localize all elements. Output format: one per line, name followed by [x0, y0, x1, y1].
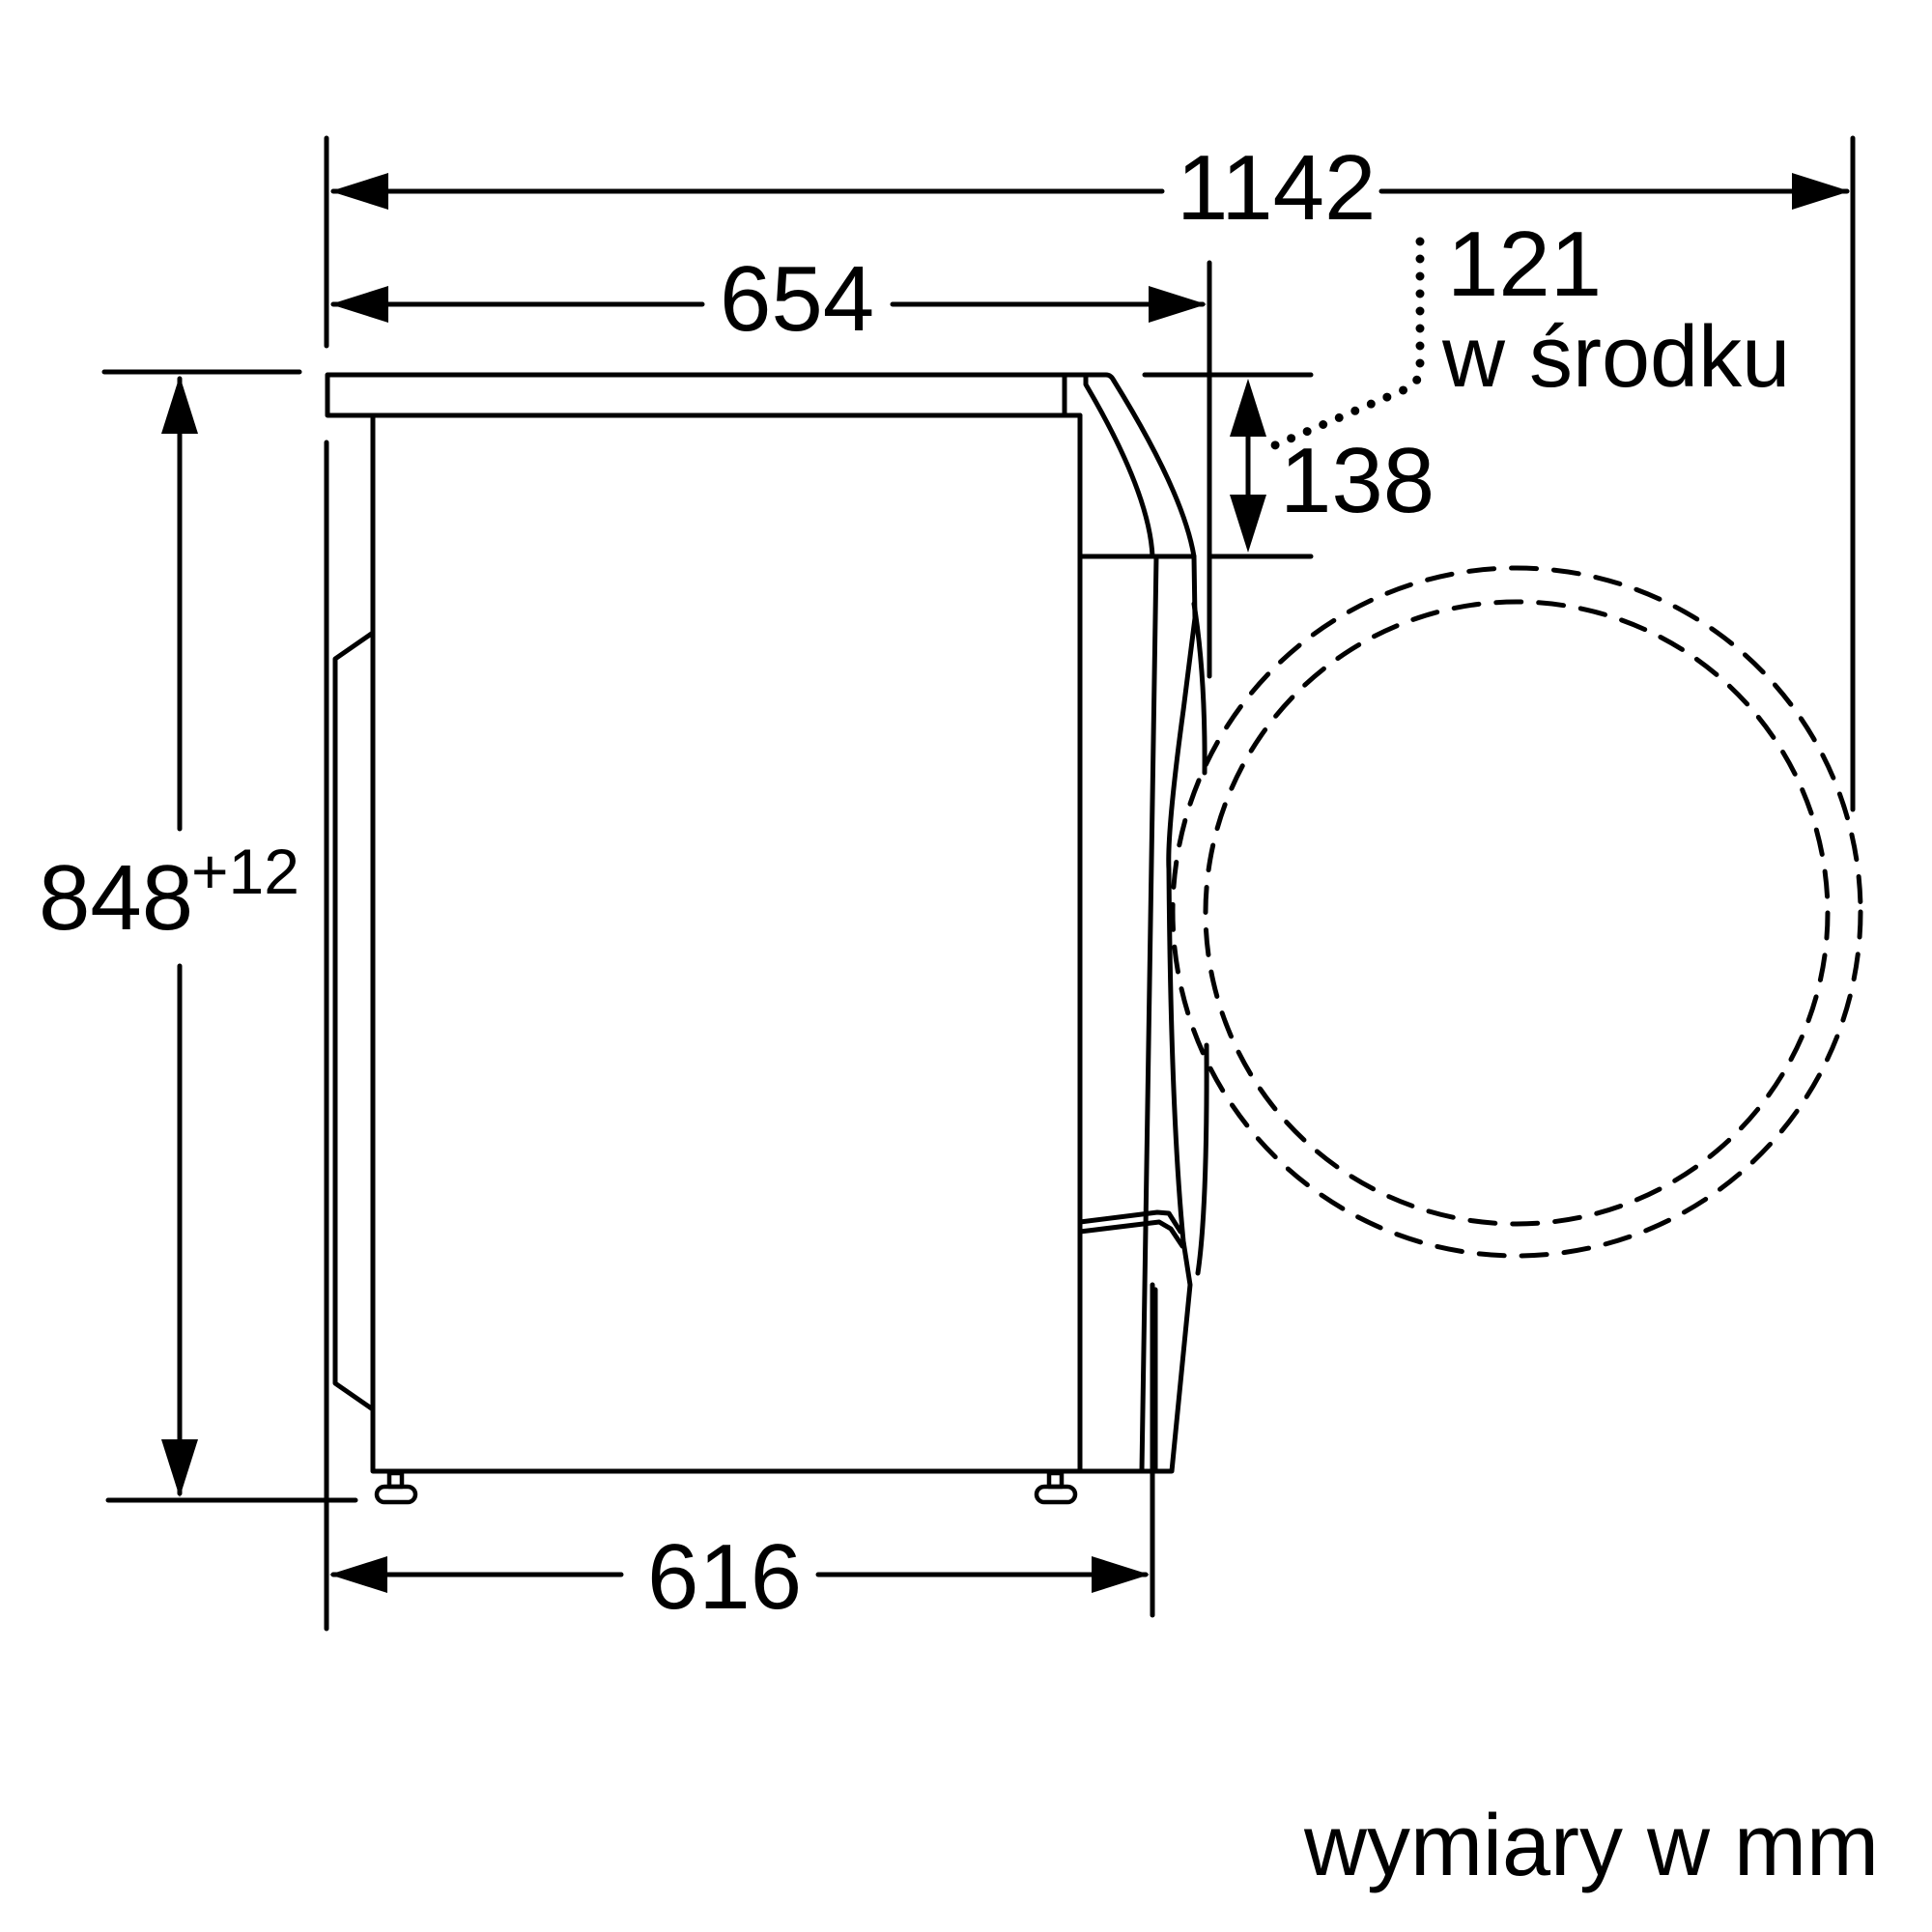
- lower-trim: [1077, 1209, 1183, 1235]
- dimension-654: 654: [330, 247, 1207, 351]
- cabinet: [370, 412, 1174, 1474]
- door-window-lower: [1195, 1042, 1209, 1276]
- units-note: wymiary w mm: [1303, 1798, 1879, 1894]
- washer-body: [325, 372, 1209, 1474]
- dimension-138: 138: [1230, 379, 1435, 553]
- dimension-label-138: 138: [1280, 429, 1435, 532]
- foot-front: [1034, 1470, 1078, 1505]
- door-inner-line: [1139, 554, 1159, 1474]
- arrow-down-icon: [161, 1439, 198, 1497]
- arrow-left-icon: [330, 286, 388, 323]
- arrow-left-icon: [329, 1556, 387, 1593]
- arrow-right-icon: [1149, 286, 1207, 323]
- dimension-label-1142: 1142: [1177, 136, 1376, 240]
- dimension-note-inside: w środku: [1441, 309, 1790, 406]
- dimension-tolerance: +12: [191, 836, 299, 907]
- dimension-616: 616: [329, 1525, 1150, 1629]
- door-top-outer: [1111, 378, 1197, 559]
- dotted-leader: [1265, 237, 1425, 452]
- dimension-848: 848 +12: [39, 376, 299, 1497]
- dimension-label-848: 848: [39, 846, 193, 950]
- arrow-up-icon: [1230, 379, 1266, 437]
- door-swing-circles: [1170, 565, 1863, 1259]
- dimension-label-121: 121: [1447, 213, 1602, 316]
- door-window-edge: [1191, 601, 1208, 776]
- arrow-right-icon: [1092, 1556, 1150, 1593]
- door-top-inner: [1083, 374, 1155, 559]
- feet: [374, 1470, 1078, 1505]
- arrow-down-icon: [1230, 495, 1266, 553]
- arrow-up-icon: [161, 376, 198, 434]
- dimension-121-callout: 121 w środku: [1265, 213, 1790, 452]
- dimension-label-616: 616: [647, 1525, 802, 1629]
- top-panel: [325, 372, 1117, 418]
- side-recess: [332, 630, 376, 1412]
- arrow-right-icon: [1792, 173, 1850, 210]
- dimension-label-654: 654: [720, 247, 874, 351]
- door-outer-profile: [1166, 554, 1198, 1474]
- foot-rear: [374, 1470, 418, 1505]
- door-outer-circle: [1170, 565, 1863, 1259]
- door-inner-circle: [1203, 599, 1831, 1227]
- dimension-1142: 1142: [330, 136, 1850, 240]
- arrow-left-icon: [330, 173, 388, 210]
- extension-lines: [101, 135, 1856, 1632]
